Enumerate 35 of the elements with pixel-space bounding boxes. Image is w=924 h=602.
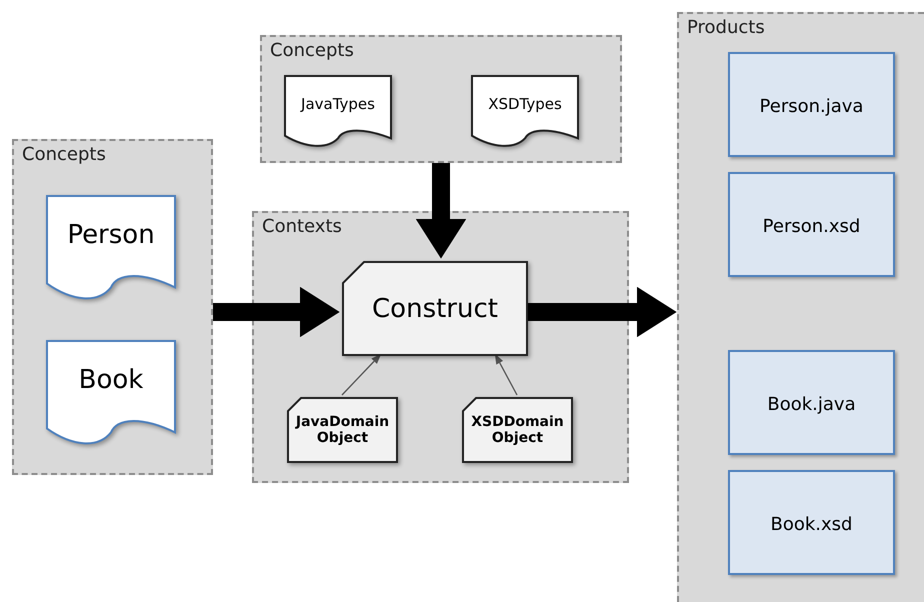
node-label: Person.xsd	[762, 215, 862, 239]
dashed-group-panel	[677, 12, 924, 602]
dashed-group-panel	[252, 211, 629, 483]
cut-corner-card	[462, 397, 573, 463]
node-label: Person.java	[758, 95, 864, 119]
node-label: XSDTypes	[487, 94, 563, 115]
group-title: Contexts	[262, 216, 342, 237]
file-box	[728, 350, 895, 455]
node-label: Construct	[371, 292, 499, 326]
document-shape	[284, 75, 392, 147]
group-title: Products	[687, 17, 765, 38]
group-title: Concepts	[22, 144, 106, 165]
file-box	[728, 52, 895, 157]
file-box	[728, 172, 895, 277]
dashed-group-panel	[260, 35, 622, 163]
node-label: Book.java	[766, 393, 857, 417]
node-label: Book	[78, 364, 144, 397]
document-shape	[46, 195, 176, 300]
node-label: Book.xsd	[770, 513, 854, 537]
cut-corner-card	[342, 261, 528, 356]
node-label: XSDDomain Object	[470, 413, 565, 448]
file-box	[728, 470, 895, 575]
block-arrow	[213, 287, 340, 337]
block-arrow	[416, 163, 466, 259]
arrow	[495, 354, 518, 396]
group-title: Concepts	[270, 40, 354, 61]
node-label: JavaDomain Object	[294, 413, 390, 448]
document-shape	[46, 340, 176, 445]
arrow	[342, 354, 381, 396]
block-arrow	[526, 287, 677, 337]
node-label: Person	[66, 219, 156, 252]
dashed-group-panel	[12, 139, 213, 475]
document-shape	[471, 75, 579, 147]
cut-corner-card	[287, 397, 398, 463]
node-label: JavaTypes	[299, 94, 376, 115]
